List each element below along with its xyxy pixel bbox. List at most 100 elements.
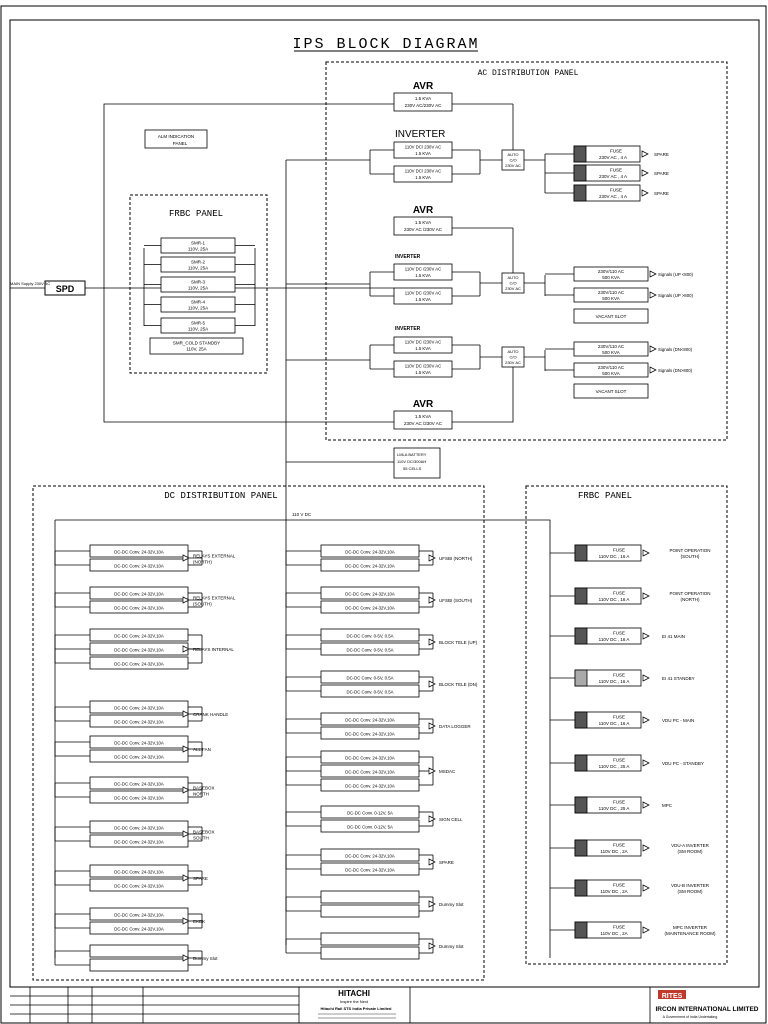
inverter-group-label: INVERTER (395, 129, 445, 140)
panel-frames (32, 61, 728, 981)
dc-converter-label: DC-DC Conv. 0-5V, 0.5A (346, 676, 393, 681)
inverter-type: 110V DC /230V AC (405, 364, 441, 369)
frbc-fuse-label: FUSE (613, 715, 625, 720)
avr-box (393, 92, 453, 112)
arrow-icon (642, 549, 650, 557)
battery-line1: LMLA BATTERY (397, 452, 427, 457)
dc-load-label: SOUTH (193, 836, 209, 841)
ac-output-rating: 230V/110 AC (598, 344, 625, 349)
avr-label: AVR (413, 399, 434, 410)
dc-converter-label: DC-DC Conv. 24-32V,10A (345, 592, 395, 597)
inverter-type: 110V DC /230V AC (405, 291, 441, 296)
dc-load-label: NORTH (193, 792, 209, 797)
smr-name: SMR-5 (191, 321, 205, 326)
frbc-fuse-label: FUSE (613, 925, 625, 930)
smr-rating: 110V, 25A (188, 266, 208, 271)
dc-converter-label: DC-DC Conv. 24-32V,10A (114, 826, 164, 831)
dc-load-label: BASEBOX (193, 830, 215, 835)
dc-load-label: BLOCK TELE (DN) (439, 682, 478, 687)
avr-rating: 1.5 KVA (415, 220, 431, 225)
ircon-sub: A Government of India Undertaking (663, 1015, 718, 1019)
sheet-border (0, 5, 767, 1024)
fuse-label: FUSE (610, 168, 622, 173)
arrow-icon (182, 596, 190, 604)
smr-name: SMR-2 (191, 260, 205, 265)
arrow-icon (641, 150, 649, 158)
frbc-fuse-rating: 110V DC , 16 A (599, 679, 630, 684)
dc-converter-label: DC-DC Conv. 0-12V, 5A (347, 811, 393, 816)
frbc-fuse-label: FUSE (613, 883, 625, 888)
smr-name: SMR-1 (191, 241, 205, 246)
dc-converter-label: DC-DC Conv. 24-32V,10A (114, 840, 164, 845)
dc-load-label: ALL FAN (193, 747, 211, 752)
arrow-icon (182, 874, 190, 882)
smr-box (160, 237, 236, 254)
frbc-load-label: VDU-B INVERTER (671, 883, 710, 888)
frbc-load-label: (SM ROOM) (678, 849, 703, 854)
dc-converter-label: DC-DC Conv. 24-32V,10A (114, 927, 164, 932)
inverter-rating: 1.5 KVA (415, 175, 431, 180)
dc-converter-label: DC-DC Conv. 24-32V,10A (114, 741, 164, 746)
dc-load-label: Dummy Slot (193, 956, 218, 961)
ircon-logo-text: RITES (662, 993, 683, 1000)
fuse-rating: 230V AC , 4 A (599, 155, 627, 160)
dc-load-label: UFSBI (SOUTH) (439, 598, 473, 603)
avr-rating: 1.5 KVA (415, 414, 431, 419)
dc-converter-box (320, 932, 420, 946)
frbc-load-label: EI 41 MAIN (662, 634, 685, 639)
arrow-icon (642, 801, 650, 809)
dc-converter-label: DC-DC Conv. 24-32V,10A (114, 720, 164, 725)
dc-distribution-panel (32, 485, 485, 981)
arrow-icon (641, 189, 649, 197)
frbc-load-label: (SM ROOM) (678, 889, 703, 894)
arrow-icon (428, 638, 436, 646)
changeover-label: C/O (509, 158, 516, 163)
changeover-label: 230V AC (505, 286, 521, 291)
fuse-label: FUSE (610, 149, 622, 154)
ac-output-box (573, 362, 649, 378)
dc-load-label: UFSBI (NORTH) (439, 556, 473, 561)
frbc-fuse-rating: 110V DC , 16 A (599, 597, 630, 602)
dc-load-label: Dummy Slot (439, 944, 464, 949)
smr-box (160, 296, 236, 313)
arrow-icon (649, 345, 657, 353)
ac-distribution-panel (325, 61, 728, 441)
dc-converter-box (89, 944, 189, 958)
changeover-label: AUTO (507, 349, 518, 354)
dc-converter-label: DC-DC Conv. 24-32V,10A (345, 718, 395, 723)
title-block (10, 986, 759, 1023)
ac-signal-label: Signals (UP <800) (658, 272, 693, 277)
arrow-icon (642, 759, 650, 767)
arrow-icon (642, 592, 650, 600)
dc-converter-label: DC-DC Conv. 24-32V,10A (345, 784, 395, 789)
ac-signal-label: Signals (DN>800) (658, 368, 693, 373)
inverter-type: 110V DC/ 230V AC (405, 145, 441, 150)
alarm-indication-panel (144, 129, 208, 149)
ac-output-box (573, 287, 649, 303)
changeover-label: C/O (509, 355, 516, 360)
dc-load-label: SIGN CELL (439, 817, 463, 822)
arrow-icon (428, 554, 436, 562)
dc-converter-label: DC-DC Conv. 24-32V,10A (114, 634, 164, 639)
arrow-icon (649, 270, 657, 278)
frbc-load-label: (NORTH) (681, 597, 700, 602)
arrow-icon (642, 716, 650, 724)
arrow-icon (182, 830, 190, 838)
arrow-icon (428, 815, 436, 823)
ac-output-rating: 230V/110 AC (598, 269, 625, 274)
dc-converter-label: DC-DC Conv. 24-32V,10A (345, 550, 395, 555)
avr-label: AVR (413, 81, 434, 92)
smr-box (160, 276, 236, 293)
smr-box (160, 317, 236, 334)
diagram-title: IPS BLOCK DIAGRAM (292, 36, 479, 53)
avr-voltage: 230V AC/230V AC (405, 103, 443, 108)
dc-load-label: BLOCK TELE (UP) (439, 640, 478, 645)
dc-converter-box (320, 890, 420, 904)
dc-panel-title: DC DISTRIBUTION PANEL (164, 491, 277, 501)
inverter-type: 110V DC /230V AC (405, 267, 441, 272)
ac-output-box (573, 341, 649, 357)
avr-voltage: 230V AC /230V AC (404, 227, 443, 232)
dc-converter-label: DC-DC Conv. 24-32V,10A (114, 564, 164, 569)
dc-load-label: (SOUTH) (193, 602, 212, 607)
